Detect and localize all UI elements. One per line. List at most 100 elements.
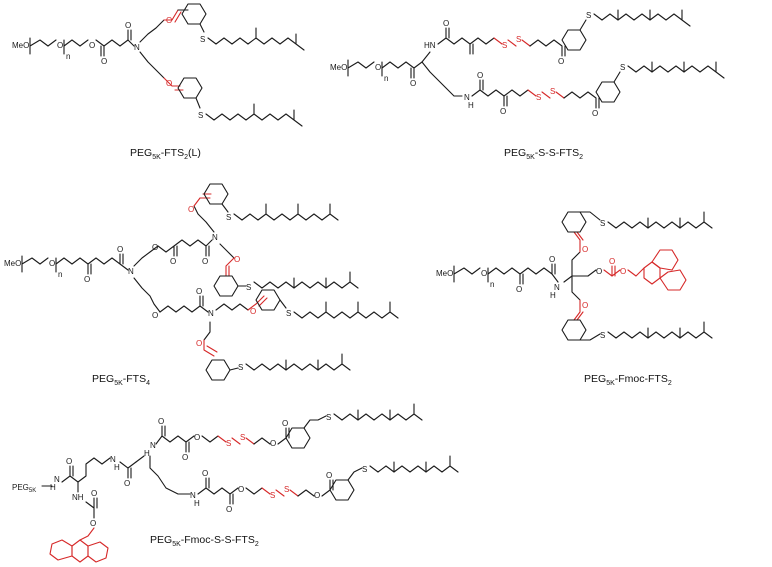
oxygen-label: O (152, 311, 158, 320)
disulfide-sulfur-label: S (550, 87, 555, 96)
structure-peg5k-fmoc-fts2: MeO O n O O N H O S O O O O S PE (436, 211, 713, 387)
caption-peg5k-fts4: PEG5K-FTS4 (92, 373, 150, 387)
oxygen-label: O (57, 41, 63, 50)
h-label: H (194, 499, 200, 508)
sulfur-label: S (286, 309, 291, 318)
ester-oxygen-label: O (582, 301, 588, 310)
caption-peg5k-fmoc-fts2: PEG5K-Fmoc-FTS2 (584, 373, 672, 387)
h-label: H (468, 101, 474, 110)
oxygen-label: O (194, 433, 200, 442)
ester-oxygen-label: O (234, 255, 240, 264)
methoxy-label: MeO (330, 63, 347, 72)
disulfide-sulfur-label: S (240, 433, 245, 442)
repeat-n-label: n (490, 280, 494, 289)
oxygen-label: O (66, 457, 72, 466)
carbonyl-oxygen-label: O (609, 257, 615, 266)
oxygen-label: O (282, 419, 288, 428)
h-label: H (114, 463, 120, 472)
ester-oxygen-label: O (188, 205, 194, 214)
oxygen-label: O (375, 63, 381, 72)
repeat-n-label: n (384, 74, 388, 83)
h-label: H (550, 291, 556, 300)
oxygen-label: O (170, 257, 176, 266)
sulfur-label: S (238, 363, 243, 372)
oxygen-label: O (101, 57, 107, 66)
disulfide-sulfur-label: S (226, 439, 231, 448)
nitrogen-label: N (208, 309, 214, 318)
sulfur-label: S (362, 465, 367, 474)
carbonate-oxygen-label: O (620, 267, 626, 276)
caption-peg5k-fmoc-s-s-fts2: PEG5K-Fmoc-S-S-FTS2 (150, 534, 259, 548)
sulfur-label: S (200, 35, 205, 44)
oxygen-label: O (196, 287, 202, 296)
methoxy-label: MeO (4, 259, 21, 268)
disulfide-sulfur-label: S (284, 485, 289, 494)
sulfur-label: S (246, 283, 251, 292)
nh-label: N (554, 283, 560, 292)
nh-label: N (464, 93, 470, 102)
methoxy-label: MeO (12, 41, 29, 50)
oxygen-label: O (477, 71, 483, 80)
ester-oxygen-label: O (582, 245, 588, 254)
repeat-n-label: n (66, 52, 70, 61)
oxygen-label: O (443, 19, 449, 28)
ester-oxygen-label: O (250, 307, 256, 316)
sulfur-label: S (198, 111, 203, 120)
oxygen-label: O (558, 57, 564, 66)
h-label: H (50, 483, 56, 492)
oxygen-label: O (549, 255, 555, 264)
disulfide-sulfur-label: S (516, 35, 521, 44)
disulfide-sulfur-label: S (502, 41, 507, 50)
oxygen-label: O (152, 243, 158, 252)
hn-label: H (144, 449, 150, 458)
peg-label: PEG5K (12, 483, 36, 494)
structure-peg5k-fts4: MeO O n O O N O O O N O S O S O O N (4, 183, 399, 387)
oxygen-label: O (125, 21, 131, 30)
structure-peg5k-fmoc-s-s-fts2: PEG5K N H O N H NH O O O H N O O O S S (12, 403, 459, 563)
oxygen-label: O (270, 439, 276, 448)
oxygen-label: O (314, 491, 320, 500)
structure-peg5k-fts2-l: MeO O n O O O N O S O S PEG5K-FTS2(L) (12, 3, 305, 161)
nitrogen-label: N (212, 233, 218, 242)
disulfide-sulfur-label: S (536, 93, 541, 102)
nh-label: N (150, 441, 156, 450)
oxygen-label: O (84, 275, 90, 284)
oxygen-label: O (90, 519, 96, 528)
oxygen-label: O (516, 285, 522, 294)
structure-peg5k-s-s-fts2: MeO O n O HN O S S O S N H O O S S O S (330, 9, 725, 161)
nh-label: N (190, 491, 196, 500)
nh-label: N (54, 475, 60, 484)
oxygen-label: O (226, 505, 232, 514)
oxygen-label: O (89, 41, 95, 50)
oxygen-label: O (49, 259, 55, 268)
oxygen-label: O (117, 245, 123, 254)
sulfur-label: S (620, 63, 625, 72)
oxygen-label: O (124, 479, 130, 488)
sulfur-label: S (600, 331, 605, 340)
sulfur-label: S (586, 11, 591, 20)
sulfur-label: S (226, 213, 231, 222)
caption-peg5k-s-s-fts2: PEG5K-S-S-FTS2 (504, 147, 583, 161)
nh-label: N (110, 455, 116, 464)
sulfur-label: S (600, 219, 605, 228)
oxygen-label: O (596, 267, 602, 276)
ester-oxygen-label: O (166, 79, 172, 88)
ester-oxygen-label: O (166, 16, 172, 25)
caption-peg5k-fts2-l: PEG5K-FTS2(L) (130, 147, 201, 161)
oxygen-label: O (592, 109, 598, 118)
hn-label: NH (72, 493, 84, 502)
oxygen-label: O (202, 257, 208, 266)
repeat-n-label: n (58, 270, 62, 279)
oxygen-label: O (158, 417, 164, 426)
sulfur-label: S (326, 413, 331, 422)
oxygen-label: O (326, 471, 332, 480)
disulfide-sulfur-label: S (270, 491, 275, 500)
oxygen-label: O (202, 469, 208, 478)
hn-label: HN (424, 41, 436, 50)
oxygen-label: O (238, 485, 244, 494)
oxygen-label: O (410, 79, 416, 88)
nitrogen-label: N (134, 43, 140, 52)
oxygen-label: O (91, 489, 97, 498)
ester-oxygen-label: O (196, 339, 202, 348)
